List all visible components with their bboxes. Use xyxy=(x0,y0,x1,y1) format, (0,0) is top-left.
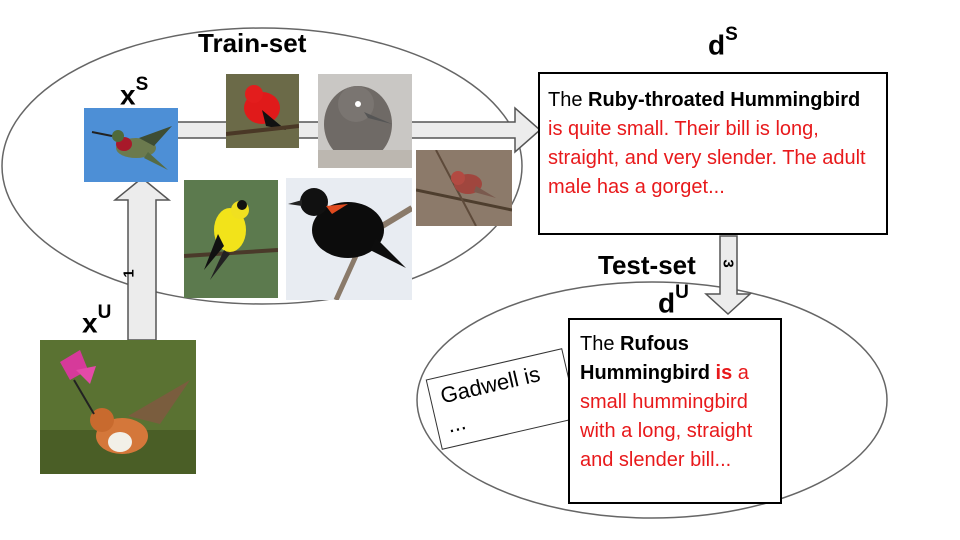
ds-label: dS xyxy=(708,24,738,61)
seen-prefix: The xyxy=(548,89,589,111)
test-set-ellipse xyxy=(416,281,888,519)
red-winged-blackbird-photo xyxy=(286,178,412,300)
seen-class-name: Ruby-throated Hummingbird xyxy=(588,89,861,111)
finch-photo xyxy=(416,150,512,226)
unseen-text: a small hummingbird with a long, straigh… xyxy=(580,362,753,471)
arrow-1-label: 1 xyxy=(120,269,138,278)
unseen-class-name: Rufous Hummingbird xyxy=(580,333,710,384)
du-label: dU xyxy=(658,282,689,319)
unseen-description-box: The Rufous Hummingbird is a small hummin… xyxy=(568,318,782,504)
scarlet-tanager-photo xyxy=(226,74,299,148)
seen-text: is quite small. Their bill is long, stra… xyxy=(548,118,866,198)
test-set-label: Test-set xyxy=(598,250,696,280)
albatross-photo xyxy=(318,74,412,168)
unseen-prefix: The xyxy=(580,333,621,355)
train-set-label: Train-set xyxy=(198,28,307,58)
xs-label: xS xyxy=(120,74,149,111)
arrow-1 xyxy=(112,177,172,341)
xu-label: xU xyxy=(82,302,112,339)
goldfinch-photo xyxy=(184,180,278,298)
train-set-ellipse xyxy=(1,27,523,305)
rufous-hummingbird-photo xyxy=(40,340,196,474)
gadwell-text: Gadwell is ... xyxy=(437,361,543,438)
arrow-3-label: 3 xyxy=(719,259,737,268)
arrow-3 xyxy=(704,235,752,316)
seen-description-box: The Ruby-throated Hummingbird is quite s… xyxy=(538,72,888,235)
unseen-is: is xyxy=(710,362,733,384)
ruby-throated-hummingbird-photo xyxy=(84,108,178,182)
